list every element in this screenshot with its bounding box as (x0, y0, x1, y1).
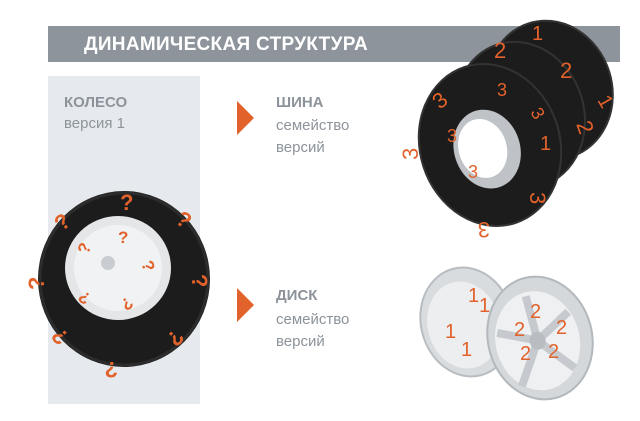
tire-mark: 2 (494, 38, 506, 63)
header-title: ДИНАМИЧЕСКАЯ СТРУКТУРА (84, 34, 369, 55)
wheel-mark: ? (186, 273, 213, 291)
tire-mark: 1 (540, 133, 551, 155)
tire-mark: 3 (468, 162, 478, 182)
wheel-title: КОЛЕСО (64, 94, 128, 111)
arrow-to-tire (237, 101, 254, 135)
rim-mark: 1 (461, 339, 472, 361)
arrow-to-rim (237, 288, 254, 322)
rim-mark: 2 (548, 341, 559, 363)
tire-mark: 1 (532, 23, 543, 45)
rim-title: ДИСК (276, 287, 318, 304)
tire-title: ШИНА (276, 94, 324, 111)
rim-desc-line2: версий (276, 333, 325, 350)
tire-mark: 3 (398, 148, 423, 160)
rim-mark: 1 (445, 321, 456, 343)
wheel-mark: ? (105, 357, 118, 382)
rim-mark: 1 (479, 295, 490, 317)
rim-desc: семейство версий (276, 309, 349, 353)
rim-mark: 2 (530, 301, 541, 323)
tire-desc-line2: версий (276, 139, 325, 156)
tire-desc: семейство версий (276, 115, 349, 159)
rim-mark: 2 (556, 317, 567, 339)
tire-mark: 2 (560, 58, 572, 83)
tire-mark: 3 (525, 192, 550, 204)
rim-mark: 2 (520, 343, 531, 365)
wheel-mark: ? (118, 228, 128, 247)
rim-mark: 1 (468, 285, 479, 307)
wheel-version: версия 1 (64, 115, 125, 132)
wheel-mark: ? (24, 277, 49, 290)
tire-mark: 3 (478, 217, 490, 242)
tire-desc-line1: семейство (276, 117, 350, 134)
rim-mark: 2 (514, 319, 525, 341)
wheel-mark: ? (120, 190, 133, 215)
tire-mark: 3 (447, 126, 457, 146)
rim-desc-line1: семейство (276, 311, 350, 328)
tire-mark: 3 (497, 80, 507, 100)
